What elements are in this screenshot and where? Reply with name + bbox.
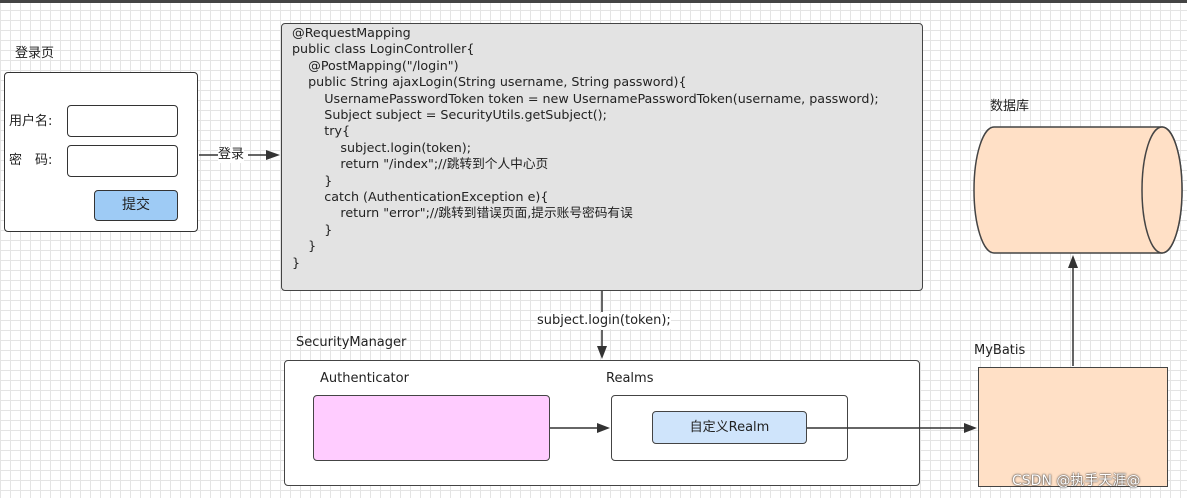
mybatis-title: MyBatis — [974, 343, 1026, 358]
code-line: } — [292, 254, 301, 270]
login-page-title: 登录页 — [15, 46, 55, 61]
code-line: } — [292, 238, 317, 254]
code-line: catch (AuthenticationException e){ — [292, 189, 549, 205]
code-line: Subject subject = SecurityUtils.getSubje… — [292, 107, 607, 123]
code-line: try{ — [292, 123, 351, 139]
database-cylinder — [973, 126, 1183, 254]
top-border-line — [0, 0, 1187, 3]
submit-button[interactable]: 提交 — [94, 190, 178, 221]
code-line: public String ajaxLogin(String username,… — [292, 74, 687, 90]
code-line: @RequestMapping — [292, 25, 411, 40]
username-field[interactable] — [67, 105, 178, 137]
realms-label: Realms — [606, 371, 654, 386]
mybatis-to-database-arrow — [1068, 255, 1078, 366]
code-line: return "error";//跳转到错误页面,提示账号密码有误 — [292, 205, 633, 221]
code-line: @PostMapping("/login") — [292, 57, 459, 73]
login-arrow-label: 登录 — [218, 147, 245, 163]
password-field[interactable] — [67, 145, 178, 177]
code-line: UsernamePasswordToken token = new Userna… — [292, 90, 879, 106]
password-label: 密 码: — [9, 153, 53, 168]
authenticator-to-realms-arrow — [550, 423, 610, 433]
username-label: 用户名: — [9, 114, 53, 129]
login-controller-code-box: @RequestMapping public class LoginContro… — [281, 23, 923, 291]
watermark-text: CSDN @执手天涯@ — [1012, 473, 1141, 489]
code-line: return "/index";//跳转到个人中心页 — [292, 156, 549, 172]
code-line: subject.login(token); — [292, 139, 471, 155]
authenticator-label: Authenticator — [320, 371, 409, 386]
code-line: } — [292, 172, 333, 188]
realm-to-mybatis-arrow — [807, 423, 977, 433]
mybatis-box — [978, 367, 1168, 487]
subject-login-arrow-label: subject.login(token); — [537, 313, 671, 329]
security-manager-title: SecurityManager — [296, 335, 407, 350]
code-line: } — [292, 221, 333, 237]
login-to-controller-arrow — [199, 150, 280, 160]
authenticator-box — [313, 395, 550, 461]
code-line: public class LoginController{ — [292, 41, 475, 57]
custom-realm-box: 自定义Realm — [652, 411, 807, 444]
controller-to-security-manager-arrow — [597, 291, 607, 359]
database-title: 数据库 — [990, 99, 1030, 114]
